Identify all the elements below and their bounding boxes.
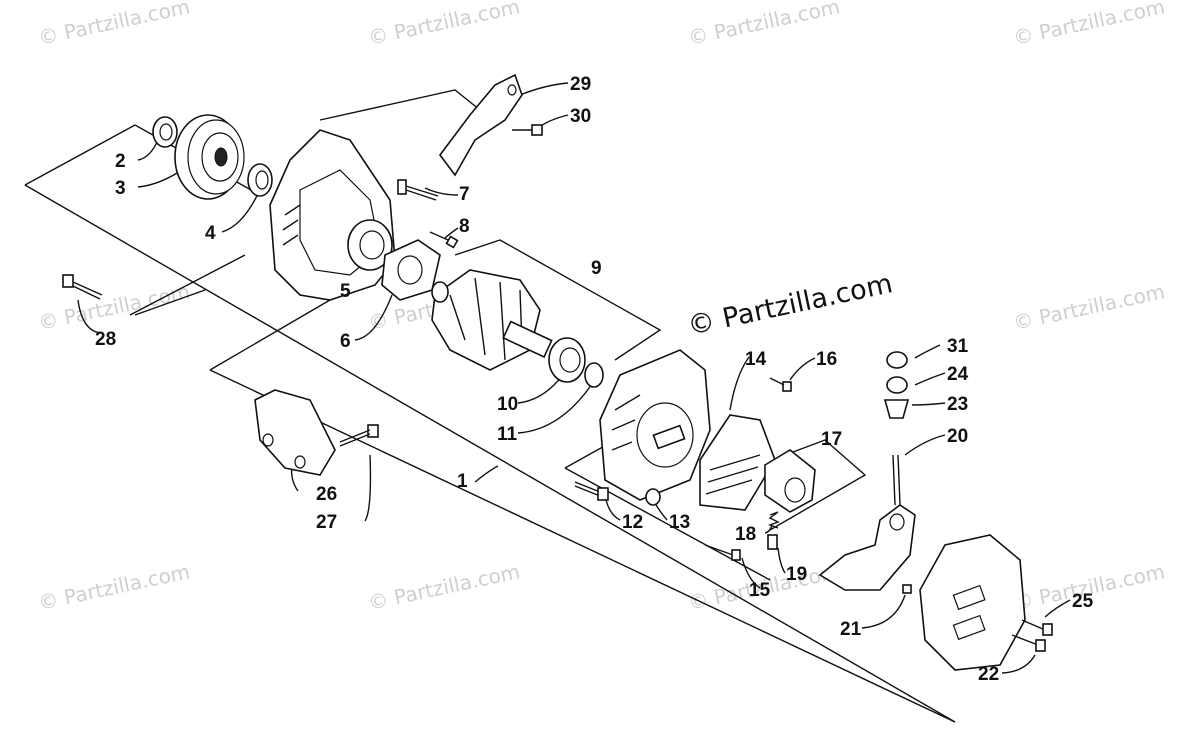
svg-text:© Partzilla.com: © Partzilla.com xyxy=(366,0,522,50)
callout-26: 26 xyxy=(316,484,337,505)
callout-22: 22 xyxy=(978,664,999,685)
svg-text:© Partzilla.com: © Partzilla.com xyxy=(686,0,842,50)
svg-text:© Partzilla.com: © Partzilla.com xyxy=(366,559,522,615)
brush-part-19 xyxy=(767,534,778,550)
callout-1: 1 xyxy=(457,471,468,492)
callout-7: 7 xyxy=(459,184,470,205)
callout-11: 11 xyxy=(497,424,518,445)
callout-12: 12 xyxy=(622,512,643,533)
callout-8: 8 xyxy=(459,216,470,237)
insulator-part-23 xyxy=(883,399,910,419)
screw-part-16 xyxy=(769,377,792,392)
svg-text:© Partzilla.com: © Partzilla.com xyxy=(36,279,192,335)
callout-10: 10 xyxy=(497,394,518,415)
callout-21: 21 xyxy=(840,619,862,640)
callout-29: 29 xyxy=(570,74,591,95)
callout-23: 23 xyxy=(947,394,968,415)
callout-14: 14 xyxy=(745,349,767,370)
rectifier-part-21 xyxy=(818,454,916,591)
svg-text:© Partzilla.com: © Partzilla.com xyxy=(1011,0,1167,50)
bolt-part-27 xyxy=(339,424,379,447)
callout-6: 6 xyxy=(340,331,351,352)
bracket-part-29 xyxy=(439,73,523,177)
bolt-part-25 xyxy=(1021,619,1053,636)
callout-30: 30 xyxy=(570,106,591,127)
callout-28: 28 xyxy=(95,329,116,350)
nut-part-2 xyxy=(152,116,178,148)
main-watermark: © Partzilla.com xyxy=(685,268,895,342)
callout-5: 5 xyxy=(340,281,351,302)
front-housing xyxy=(269,129,396,301)
callout-9: 9 xyxy=(591,258,602,279)
bolt-part-22 xyxy=(1011,634,1046,652)
svg-text:© Partzilla.com: © Partzilla.com xyxy=(1011,279,1167,335)
bearing-part-10 xyxy=(548,337,586,383)
regulator-part-14 xyxy=(699,414,776,511)
brush-holder-part-17 xyxy=(764,449,816,513)
nut-part-13 xyxy=(645,488,661,506)
rear-cover xyxy=(919,534,1026,671)
callout-27: 27 xyxy=(316,512,337,533)
nut-part-24 xyxy=(886,376,908,394)
callout-19: 19 xyxy=(786,564,807,585)
callout-20: 20 xyxy=(947,426,968,447)
bolt-part-28 xyxy=(62,274,103,300)
callout-4: 4 xyxy=(205,223,216,244)
ring-part-11 xyxy=(584,362,604,388)
callout-25: 25 xyxy=(1072,591,1094,612)
assembly-outline xyxy=(24,89,956,723)
screw-part-15 xyxy=(704,544,741,561)
pulley-part-3 xyxy=(174,114,245,200)
callout-3: 3 xyxy=(115,178,126,199)
rear-housing xyxy=(599,349,711,501)
bolt-part-12 xyxy=(574,481,609,501)
screw-part-8 xyxy=(429,231,459,249)
spring-part-18 xyxy=(768,511,780,529)
callout-13: 13 xyxy=(669,512,690,533)
callout-31: 31 xyxy=(947,336,969,357)
callout-16: 16 xyxy=(816,349,837,370)
callout-15: 15 xyxy=(749,580,771,601)
bolt-part-7 xyxy=(397,179,439,201)
svg-text:© Partzilla.com: © Partzilla.com xyxy=(36,559,192,615)
svg-text:© Partzilla.com: © Partzilla.com xyxy=(36,0,192,50)
background-watermarks: © Partzilla.com © Partzilla.com © Partzi… xyxy=(36,0,1167,615)
callout-17: 17 xyxy=(821,429,842,450)
bracket-part-26 xyxy=(254,389,336,476)
spacer-part-4 xyxy=(247,163,273,197)
callout-labels: 1 2 3 4 5 6 7 8 9 10 11 12 13 14 15 16 1… xyxy=(95,74,1094,685)
screw-part-21 xyxy=(902,584,912,594)
bolt-part-30 xyxy=(512,124,543,136)
callout-18: 18 xyxy=(735,524,756,545)
callout-24: 24 xyxy=(947,364,969,385)
callout-2: 2 xyxy=(115,151,126,172)
nut-part-31 xyxy=(886,351,908,369)
rotor-part-9 xyxy=(431,269,553,371)
